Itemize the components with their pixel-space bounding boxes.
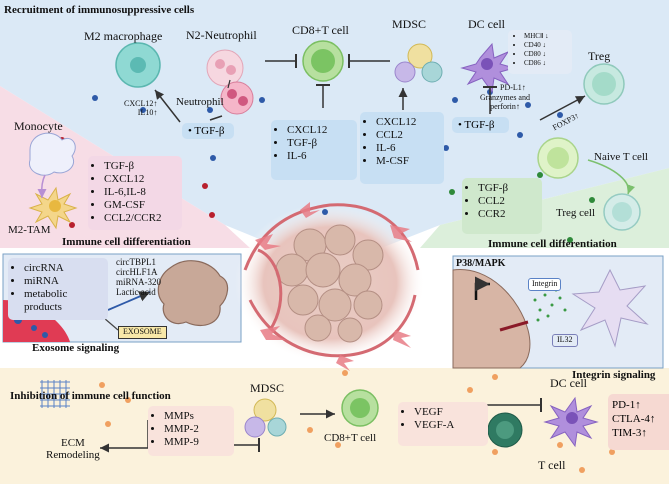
neutrophil-cell — [220, 81, 254, 115]
list-item: MMP-2 — [164, 423, 232, 436]
list-item: CCL2 — [376, 129, 442, 142]
annotation-ecm: ECM Remodeling — [46, 437, 100, 462]
monocyte-factor-box: TGF-βCXCL12IL-6,IL-8GM-CSFCCL2/CCR2 — [88, 156, 182, 230]
label-neutrophil: Neutrophil — [176, 96, 224, 108]
list-item: GM-CSF — [104, 199, 180, 212]
checkpoint-box: PD-1↑ CTLA-4↑ TIM-3↑ — [608, 394, 669, 450]
dc-cell-top — [460, 42, 516, 94]
list-item: CCL2 — [478, 195, 540, 208]
list-item: VEGF-A — [414, 419, 486, 432]
dc-cell-bottom — [543, 396, 599, 448]
exosome-target-cell — [157, 260, 229, 327]
list-item: TIM-3↑ — [612, 427, 647, 439]
label-cd8-t-top: CD8+T cell — [292, 23, 349, 37]
list-item: IL-6 — [287, 150, 355, 163]
section-title-recruitment: Recruitment of immunosuppressive cells — [4, 4, 195, 16]
list-item: TGF-β — [104, 160, 180, 173]
list-item: VEGF — [414, 406, 486, 419]
list-item: metabolic products — [24, 288, 106, 314]
list-item: TGF-β — [287, 137, 355, 150]
annotation-p38-mapk: P38/MAPK — [456, 258, 506, 269]
list-item: CTLA-4↑ — [612, 413, 656, 425]
tgf-beta-pill-left: • TGF-β — [182, 123, 234, 139]
section-title-integrin: Integrin signaling — [572, 369, 656, 381]
section-title-exosome: Exosome signaling — [32, 342, 120, 354]
exosome-cargo-box: circRNAmiRNAmetabolic products — [8, 258, 108, 320]
label-dc-bottom: DC cell — [550, 376, 587, 390]
m2-macrophage-cell — [115, 42, 161, 88]
tgf-beta-pill-right: • TGF-β — [452, 117, 509, 133]
list-item: CCL2/CCR2 — [104, 212, 180, 225]
list-item: CD86 ↓ — [524, 59, 570, 68]
label-treg-top: Treg — [588, 49, 611, 63]
treg-factor-box: TGF-βCCL2CCR2 — [462, 178, 542, 234]
list-item: circRNA — [24, 262, 106, 275]
list-item: CXCL12 — [376, 116, 442, 129]
m2-tam-cell — [28, 186, 78, 230]
section-title-inhibition: Inhibition of immune cell function — [10, 390, 171, 402]
label-m2-macrophage: M2 macrophage — [84, 29, 163, 43]
list-item: CXCL12 — [287, 124, 355, 137]
label-mdsc-top: MDSC — [392, 17, 427, 31]
monocyte-cell — [28, 132, 76, 176]
label-cd8-t-bottom: CD8+T cell — [324, 432, 377, 444]
section-title-diff-right: Immune cell differentiation — [488, 238, 617, 250]
label-t-cell: T cell — [538, 458, 566, 472]
mdsc-factor-box: CXCL12CCL2IL-6M-CSF — [360, 112, 444, 184]
cd8-t-cell-top — [302, 40, 344, 82]
label-n2-neutrophil: N2-Neutrophil — [186, 28, 257, 42]
list-item: CCR2 — [478, 208, 540, 221]
annotation-cxcl12-il10: CXCL12↑ IL10↑ — [124, 99, 158, 117]
list-item: MHCⅡ ↓ — [524, 32, 570, 41]
list-item: miRNA — [24, 275, 106, 288]
section-title-diff-left: Immune cell differentiation — [62, 236, 191, 248]
list-item: CXCL12 — [104, 173, 180, 186]
dc-marker-box: MHCⅡ ↓CD40 ↓CD80 ↓CD86 ↓ — [508, 30, 572, 74]
fibroblasts — [255, 202, 412, 371]
list-item: IL-6 — [376, 142, 442, 155]
annotation-exosome-contents: circTBPL1 circHLF1A miRNA-320 Lactic aci… — [116, 257, 161, 297]
mdsc-cluster-top — [394, 43, 443, 83]
label-m2-tam: M2-TAM — [8, 224, 51, 236]
label-monocyte: Monocyte — [14, 119, 63, 133]
list-item: M-CSF — [376, 155, 442, 168]
tumor-mass — [275, 224, 384, 343]
cd8-t-cell-bottom — [341, 389, 379, 427]
mmp-box: MMPsMMP-2MMP-9 — [148, 406, 234, 456]
annotation-pdl1: PD-L1↑ — [500, 83, 526, 92]
vegf-box: VEGFVEGF-A — [398, 402, 488, 446]
treg-cell-right — [603, 193, 641, 231]
ecm-mesh — [40, 380, 70, 408]
list-item: CD40 ↓ — [524, 41, 570, 50]
list-item: MMPs — [164, 410, 232, 423]
list-item: TGF-β — [478, 182, 540, 195]
label-dc-top: DC cell — [468, 17, 505, 31]
annotation-integrin: Integrin — [528, 278, 562, 291]
mdsc-cluster-bottom — [244, 398, 287, 438]
orange-dots — [99, 370, 615, 473]
list-item: IL-6,IL-8 — [104, 186, 180, 199]
n2-neutrophil-cell — [206, 49, 244, 87]
annotation-granzymes: Granzymes and perforin↑ — [480, 93, 530, 111]
list-item: CD80 ↓ — [524, 50, 570, 59]
cd8-factor-box: CXCL12TGF-βIL-6 — [271, 120, 357, 180]
annotation-il32: IL32 — [552, 334, 578, 347]
naive-t-cell — [537, 137, 579, 179]
t-cell-bottom — [487, 412, 523, 448]
treg-cell-top — [583, 63, 625, 105]
label-mdsc-bottom: MDSC — [250, 381, 285, 395]
annotation-exosome: EXOSOME — [118, 326, 167, 339]
list-item: MMP-9 — [164, 436, 232, 449]
label-treg-right: Treg cell — [556, 207, 596, 219]
list-item: PD-1↑ — [612, 399, 641, 411]
label-naive-t: Naive T cell — [594, 151, 648, 163]
